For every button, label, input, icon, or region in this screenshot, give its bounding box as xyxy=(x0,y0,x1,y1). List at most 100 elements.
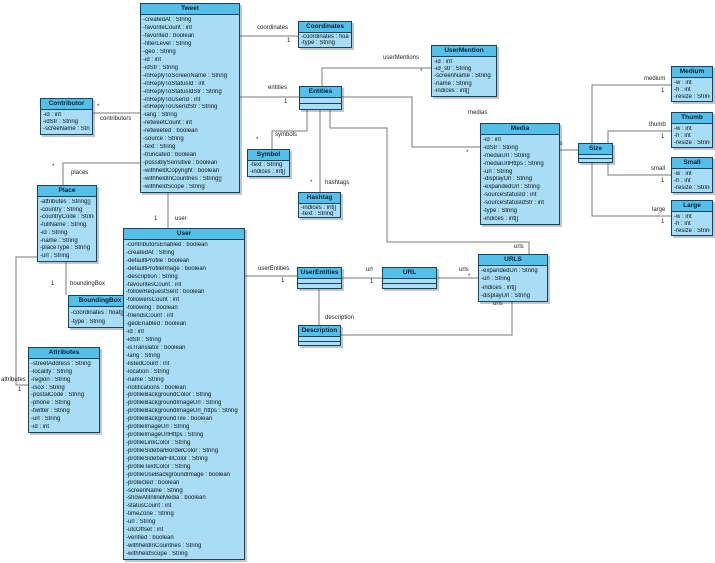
class-title: User xyxy=(124,229,244,240)
class-attribute: -profileBackgroundImageUrl : String xyxy=(126,400,222,407)
class-thumb[interactable]: Thumb-w : int-h : int-resize : String xyxy=(671,112,713,148)
class-title: UserEntities xyxy=(298,268,341,279)
empty-attributes-compartment xyxy=(299,337,340,342)
class-attribute: -defaultProfileImage : boolean xyxy=(126,265,207,272)
class-attribute: -location : String xyxy=(126,368,170,375)
multiplicity-label: 1 xyxy=(661,178,665,184)
connector-entities-urls[interactable] xyxy=(329,110,530,254)
class-userentities[interactable]: UserEntities xyxy=(297,267,342,289)
class-attribute: -timeZone : String xyxy=(126,511,174,518)
empty-operations-compartment xyxy=(298,284,341,288)
class-title: Entities xyxy=(300,87,341,98)
class-attribute: -notifications : boolean xyxy=(126,384,187,391)
class-attribute: -contributorsEnabled : boolean xyxy=(126,241,208,248)
empty-operations-compartment xyxy=(299,342,340,345)
multiplicity-label: * xyxy=(52,164,55,170)
class-attribute: -favoriteCount : int xyxy=(143,24,193,31)
empty-attributes-compartment xyxy=(383,279,436,285)
class-medium[interactable]: Medium-w : int-h : int-resize : String xyxy=(671,66,713,102)
connector-entities-symbol[interactable] xyxy=(271,110,308,149)
class-small[interactable]: Small-w : int-h : int-resize : String xyxy=(671,157,713,193)
class-attribute: -type : String xyxy=(483,208,518,215)
class-tweet[interactable]: Tweet-createdAt : String-favoriteCount :… xyxy=(140,3,240,193)
class-attribute: -region : String xyxy=(31,376,71,383)
class-attribute: -defaultProfile : boolean xyxy=(126,257,190,264)
multiplicity-label: 1 xyxy=(51,281,55,287)
class-attributes[interactable]: Attributes-streetAddress : String-locali… xyxy=(28,347,100,433)
class-attribute: -followersCount : int xyxy=(126,297,180,304)
class-attribute: -url : String xyxy=(31,416,61,423)
empty-attributes-compartment xyxy=(579,155,612,160)
class-attribute: -statusCount : int xyxy=(126,503,172,510)
connector-size-thumb[interactable] xyxy=(607,130,671,143)
class-attribute: -text : String xyxy=(250,162,283,169)
class-attribute: -fullName : String xyxy=(40,222,87,229)
class-attribute: -withheldScope : String xyxy=(143,183,205,190)
class-attribute: -screenName : String xyxy=(126,487,183,494)
class-url[interactable]: URL xyxy=(382,267,437,289)
class-attribute: -phone : String xyxy=(31,400,71,407)
multiplicity-label: 1 xyxy=(284,99,288,105)
class-attribute: -utcOffset : int xyxy=(126,527,164,534)
class-attribute: -geo : String xyxy=(143,48,176,55)
class-attribute: -indices : int[] xyxy=(483,216,519,223)
class-attribute: -idStr : String xyxy=(126,337,162,344)
connector-entities-media[interactable] xyxy=(342,96,480,148)
association-role-label: medias xyxy=(468,110,488,116)
empty-operations-compartment xyxy=(579,159,612,162)
connector-description-urls[interactable] xyxy=(341,302,513,336)
connector-size-medium[interactable] xyxy=(591,84,671,143)
association-role-label: urls xyxy=(493,301,503,307)
class-description[interactable]: Description xyxy=(298,325,341,346)
class-attribute: -truncated : boolean xyxy=(143,152,197,159)
class-attribute: -verified : boolean xyxy=(126,535,174,542)
class-large[interactable]: Large-w : int-h : int-resize : String xyxy=(671,200,713,236)
connector-place-attributes[interactable] xyxy=(15,256,37,386)
multiplicity-label: * xyxy=(516,299,519,305)
association-role-label: places xyxy=(71,170,89,176)
class-urls[interactable]: URLS-expandedUrl : String-url : String-i… xyxy=(478,254,548,302)
class-coordinates[interactable]: Coordinates-coordinates : float[]-type :… xyxy=(298,21,352,48)
class-attribute: -indices : int[] xyxy=(481,284,517,291)
class-usermention[interactable]: UserMention-id : int-id_str : String-scr… xyxy=(431,45,497,97)
association-role-label: userEntities xyxy=(258,266,290,272)
multiplicity-label: 1 xyxy=(661,88,665,94)
class-attribute: -profileBackgroundTile : boolean xyxy=(126,416,213,423)
class-title: Attributes xyxy=(29,348,99,359)
class-attribute: -resize : String xyxy=(674,227,710,234)
class-title: Small xyxy=(672,158,712,169)
class-attribute: -lang : String xyxy=(143,112,178,119)
multiplicity-label: 1 xyxy=(661,134,665,140)
class-attribute: -inReplyToStatusId : int xyxy=(143,80,205,87)
class-attribute: -profileBackgroundColor : String xyxy=(126,392,212,399)
class-contributor[interactable]: Contributor-id : int-idStr : String-scre… xyxy=(40,98,93,135)
class-attribute: -inReplyToUserIdStr : String xyxy=(143,104,218,111)
class-attribute: -w : int xyxy=(674,125,692,132)
class-attribute: -h : int xyxy=(674,177,691,184)
class-attribute: -w : int xyxy=(674,79,692,86)
class-media[interactable]: Media-id : int-idStr : String-mediaUrl :… xyxy=(480,123,560,225)
class-attribute: -url : String xyxy=(126,519,156,526)
multiplicity-label: 1 xyxy=(281,278,285,284)
class-hashtag[interactable]: Hashtag-indices : int[]-text : String xyxy=(298,192,341,218)
class-attribute: -withheldScope : String xyxy=(126,550,188,557)
association-role-label: description xyxy=(325,315,355,321)
empty-operations-compartment xyxy=(300,104,341,109)
class-user[interactable]: User-contributorsEnabled : boolean-creat… xyxy=(123,228,245,560)
connector-entities-usermention[interactable] xyxy=(321,67,431,86)
class-title: BoundingBox xyxy=(69,296,131,307)
association-role-label: symbols xyxy=(275,132,298,138)
class-attribute: -lang : String xyxy=(126,352,161,359)
class-symbol[interactable]: Symbol-text : String-indices : int[] xyxy=(247,149,290,177)
class-size[interactable]: Size xyxy=(578,143,613,163)
connector-size-small[interactable] xyxy=(607,163,671,176)
class-attribute: -mediaUrlHttps : String xyxy=(483,160,544,167)
class-attribute: -url : String xyxy=(481,276,511,283)
class-place[interactable]: Place-attributes : String[]-country : St… xyxy=(37,185,97,262)
class-attribute: -withheldInCountries : String[] xyxy=(143,176,222,183)
class-entities[interactable]: Entities xyxy=(299,86,342,110)
class-title: Media xyxy=(481,124,559,135)
connector-size-large[interactable] xyxy=(591,163,671,217)
connector-tweet-place[interactable] xyxy=(62,162,140,185)
